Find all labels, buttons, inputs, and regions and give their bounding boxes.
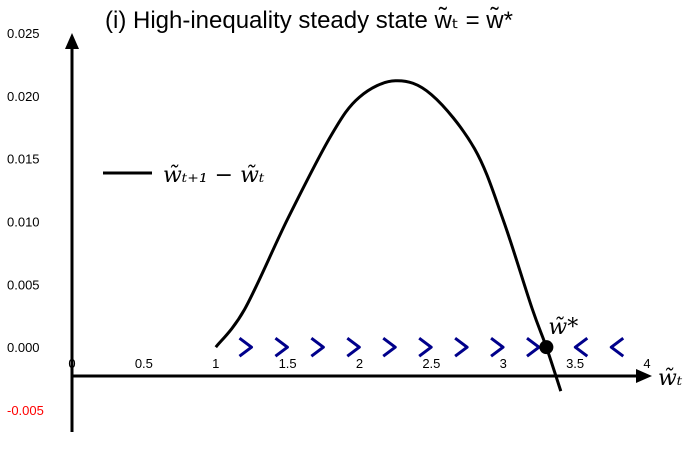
x-tick-label: 0 [68,356,75,371]
x-axis-label: w̃ₜ [658,366,683,391]
series-line [214,79,563,392]
right-flow-arrow [490,336,505,358]
y-tick-labels: 0.025 0.020 0.015 0.010 0.005 0.000 -0.005 [7,26,44,418]
left-flow-arrow [573,336,589,358]
x-tick-labels: 0 0.5 1 1.5 2 2.5 3 3.5 4 [68,356,650,371]
x-tick-label: 3 [500,356,507,371]
right-flow-arrow [310,336,325,358]
right-flow-arrow [274,336,289,358]
right-flow-arrow [418,336,433,358]
left-flow-arrow [609,336,625,358]
right-flow-arrow [526,336,541,358]
x-tick-label: 2 [356,356,363,371]
right-flow-arrow [382,336,397,358]
x-tick-label: 3.5 [566,356,584,371]
y-tick-label: 0.015 [7,152,40,167]
y-tick-label: 0.010 [7,215,40,230]
y-tick-label: 0.025 [7,26,40,41]
x-tick-label: 4 [643,356,650,371]
x-tick-label: 1 [212,356,219,371]
right-flow-arrow [454,336,469,358]
y-tick-label: -0.005 [7,403,44,418]
steady-state-point [539,340,554,355]
axes [65,33,652,432]
chart-title: (i) High-inequality steady state w̃ₜ = w… [105,7,513,34]
legend: w̃ₜ₊₁ − w̃ₜ [103,163,265,188]
y-tick-label: 0.000 [7,340,40,355]
y-tick-label: 0.005 [7,277,40,292]
y-axis-arrowhead [65,33,79,49]
right-flow-arrow [346,336,361,358]
flow-arrows [238,336,625,358]
right-flow-arrow [238,336,253,358]
legend-label: w̃ₜ₊₁ − w̃ₜ [163,163,265,188]
y-tick-label: 0.020 [7,89,40,104]
series-layer [214,79,563,392]
steady-state-layer: w̃* [539,315,578,355]
steady-state-label: w̃* [548,315,578,340]
x-tick-label: 1.5 [279,356,297,371]
x-axis-arrowhead [636,369,652,383]
x-tick-label: 2.5 [422,356,440,371]
x-tick-label: 0.5 [135,356,153,371]
